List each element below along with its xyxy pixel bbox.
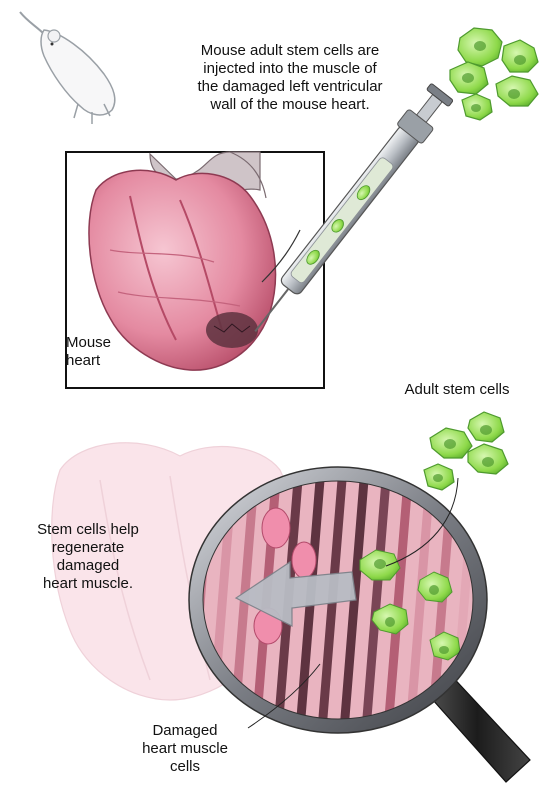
- damaged-cells-label-line: Damaged: [100, 722, 270, 740]
- mouse-heart-label: Mouse heart: [66, 334, 142, 370]
- adult-stem-cells-label: Adult stem cells: [372, 381, 542, 399]
- injection-caption-line: injected into the muscle of: [140, 60, 440, 78]
- injection-caption-line: Mouse adult stem cells are: [140, 42, 440, 60]
- regeneration-caption-line: regenerate: [10, 539, 166, 557]
- mouse-heart-label-line: Mouse: [66, 334, 142, 352]
- regeneration-caption-line: Stem cells help: [10, 521, 166, 539]
- damaged-cells-label: Damaged heart muscle cells: [100, 722, 270, 776]
- stem-cell-cluster-adult: [424, 412, 508, 490]
- regeneration-caption-line: damaged: [10, 557, 166, 575]
- mouse-icon: [20, 12, 115, 124]
- injection-caption-line: the damaged left ventricular: [140, 78, 440, 96]
- injection-caption: Mouse adult stem cells are injected into…: [140, 42, 440, 114]
- mouse-heart-label-line: heart: [66, 352, 142, 370]
- stem-cell-cluster-top: [450, 28, 538, 120]
- adult-stem-cells-label-line: Adult stem cells: [372, 381, 542, 399]
- regeneration-caption-line: heart muscle.: [10, 575, 166, 593]
- damaged-cells-label-line: cells: [100, 758, 270, 776]
- injection-caption-line: wall of the mouse heart.: [140, 96, 440, 114]
- damaged-cells-label-line: heart muscle: [100, 740, 270, 758]
- regeneration-caption: Stem cells help regenerate damaged heart…: [10, 521, 166, 593]
